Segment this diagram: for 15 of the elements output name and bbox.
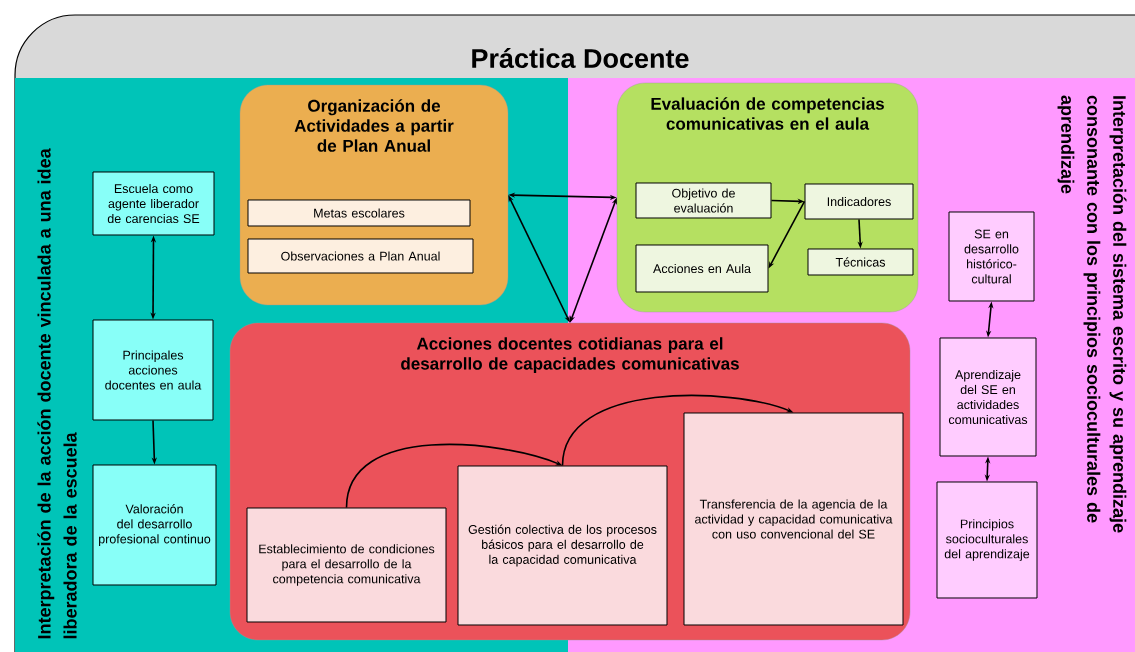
- concept-box: Aprendizaje del SE en actividades comunicativas: [939, 337, 1037, 457]
- item-box: Observaciones a Plan Anual: [247, 238, 474, 274]
- item-box: Técnicas: [807, 248, 914, 276]
- item-box: Objetivo de evaluación: [635, 182, 772, 219]
- step-box: Transferencia de la agencia de la actividad y capacidad comunicativa con uso convencional del SE: [683, 412, 904, 626]
- concept-box: Principales acciones docentes en aula: [92, 319, 214, 421]
- item-box: Metas escolares: [247, 199, 471, 227]
- concept-box: Valoración del desarrollo profesional continuo: [92, 464, 217, 586]
- item-box: Indicadores: [804, 183, 914, 220]
- concept-box: Escuela como agente liberador de carencias SE: [92, 171, 215, 236]
- concept-box: Principios socioculturales del aprendizaje: [936, 481, 1038, 599]
- step-box: Establecimiento de condiciones para el desarrollo de la competencia comunicativa: [246, 507, 447, 623]
- item-box: Acciones en Aula: [635, 244, 769, 293]
- step-box: Gestión colectiva de los procesos básicos para el desarrollo de la capacidad comunicativa: [457, 465, 668, 626]
- concept-box: SE en desarrollo histórico-cultural: [948, 211, 1035, 302]
